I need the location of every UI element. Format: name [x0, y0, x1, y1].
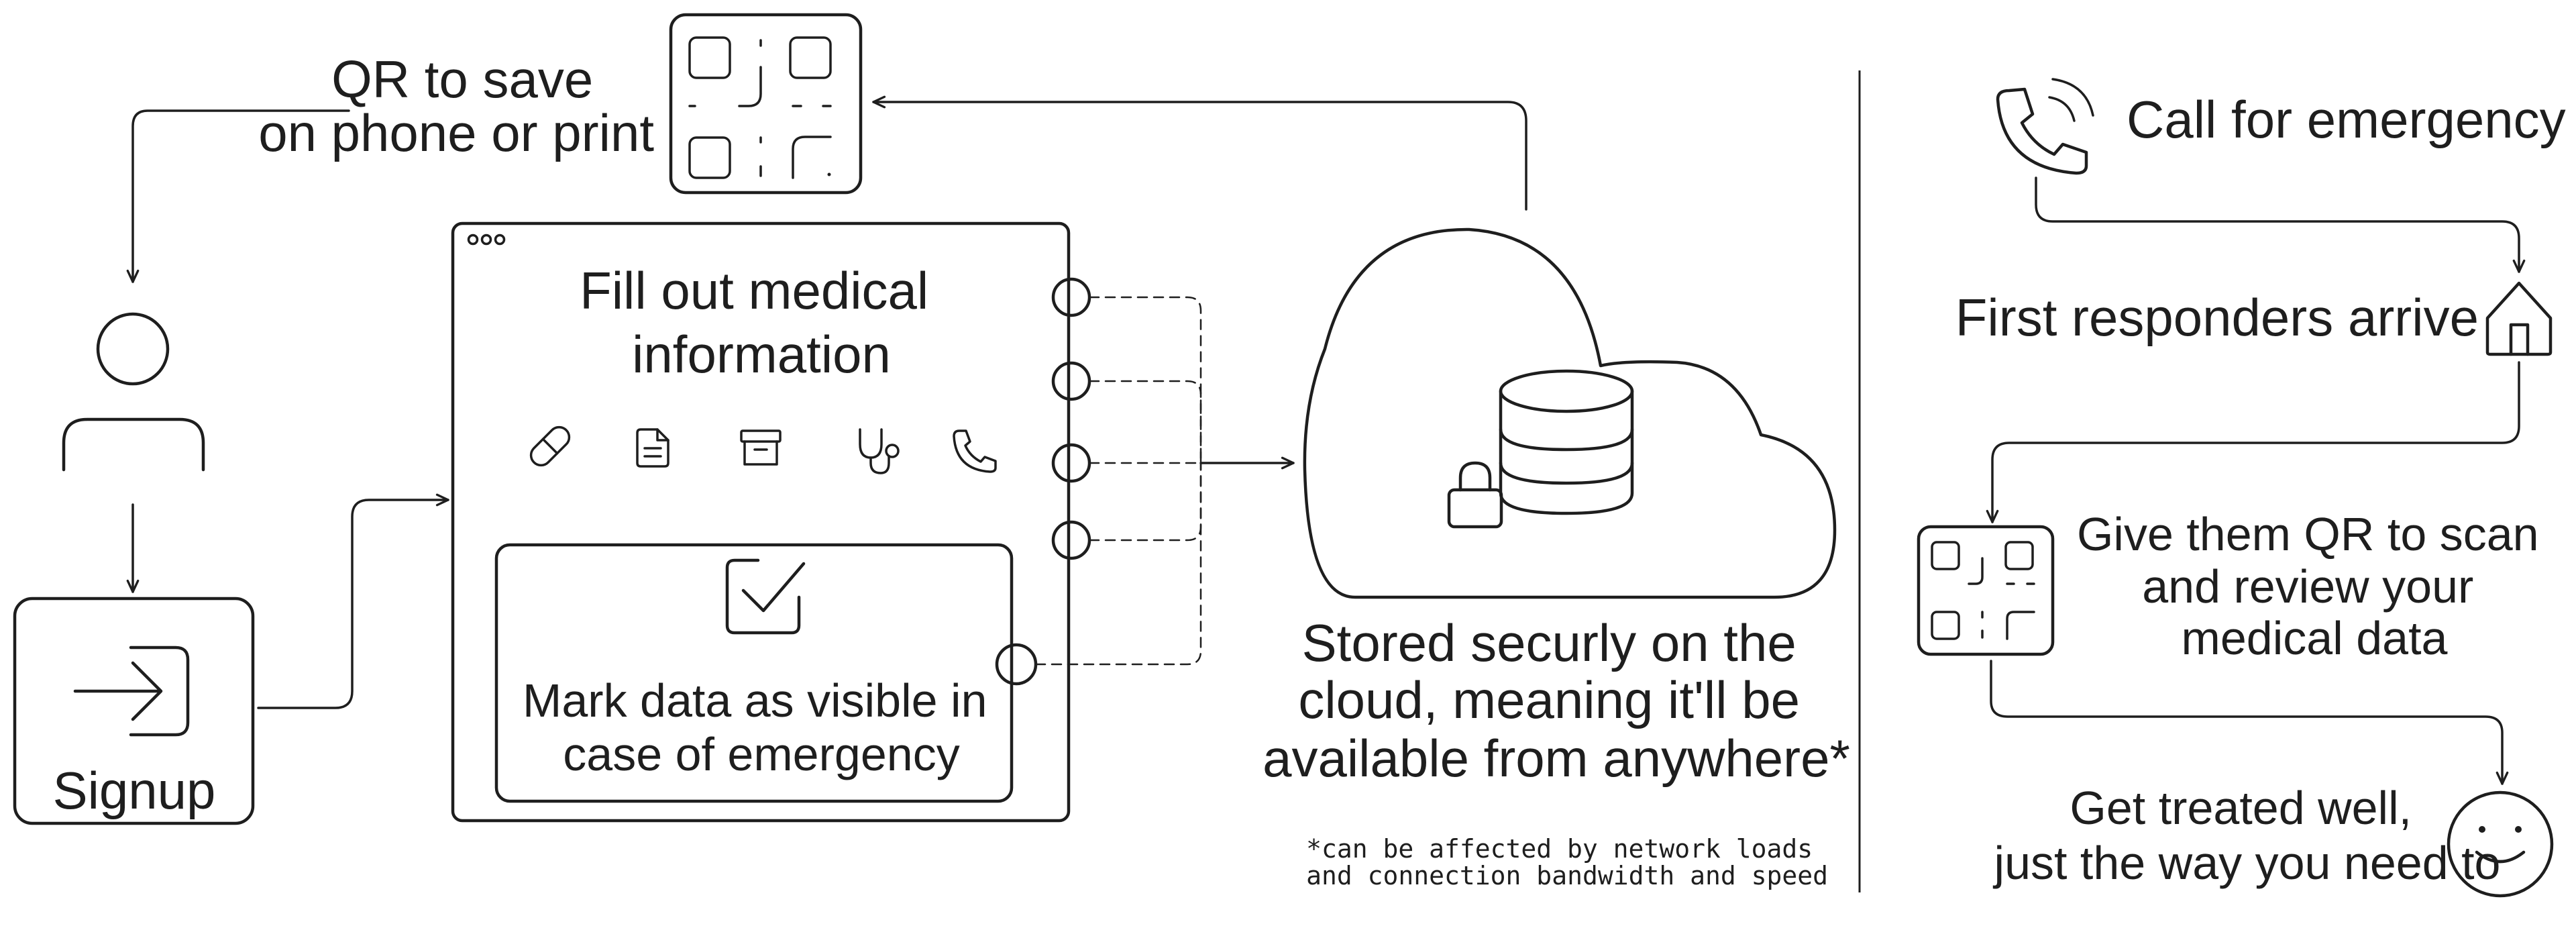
- qr-label: QR to save on phone or print: [258, 50, 654, 162]
- lock-icon: [1447, 461, 1503, 529]
- arrow-cloud-to-qr: [872, 95, 1527, 211]
- pill-icon: [529, 425, 571, 467]
- cloud-label: Stored securly on the cloud, meaning it'…: [1263, 613, 1850, 788]
- connector-node: [1051, 443, 1091, 483]
- checkbox-checked-icon: [725, 558, 806, 635]
- user-icon: [62, 312, 205, 472]
- signup-label: Signup: [53, 761, 216, 820]
- login-icon: [129, 646, 190, 737]
- connector-node: [1051, 361, 1091, 401]
- connector-node: [1051, 277, 1091, 317]
- form-title: Fill out medical information: [580, 261, 943, 384]
- connector-node: [995, 643, 1038, 686]
- dashed-connectors: [1034, 296, 1202, 666]
- database-icon: [1499, 369, 1634, 515]
- visibility-label: Mark data as visible in case of emergenc…: [523, 674, 1000, 780]
- archive-icon: [740, 429, 782, 466]
- visibility-card[interactable]: Mark data as visible in case of emergenc…: [494, 543, 1014, 803]
- document-icon: [636, 428, 669, 468]
- house-icon: [2485, 281, 2553, 356]
- signup-button[interactable]: Signup: [13, 597, 255, 825]
- arrow-scan-to-treated: [1990, 660, 2509, 785]
- footnote: *can be affected by network loads and co…: [1306, 834, 1828, 890]
- cloud-icon: [1303, 227, 1837, 599]
- phone-icon: [953, 429, 997, 473]
- step-call-label: Call for emergency: [2127, 90, 2566, 149]
- connector-node: [1051, 520, 1091, 560]
- arrow-signup-to-form: [257, 493, 449, 709]
- qr-code-icon: [669, 13, 863, 195]
- arrow-call-to-arrive: [2035, 176, 2526, 273]
- step-arrive-label: First responders arrive: [1955, 288, 2479, 347]
- phone-call-icon: [1996, 78, 2094, 175]
- smiley-face-icon: [2447, 790, 2554, 898]
- arrow-qr-to-user: [126, 109, 350, 283]
- stethoscope-icon: [859, 428, 900, 474]
- step-scan-label: Give them QR to scan and review your med…: [2077, 508, 2552, 664]
- step-treated-label: Get treated well, just the way you need …: [1993, 782, 2501, 889]
- qr-code-small-icon: [1917, 525, 2055, 656]
- arrow-arrive-to-scan: [1986, 361, 2520, 523]
